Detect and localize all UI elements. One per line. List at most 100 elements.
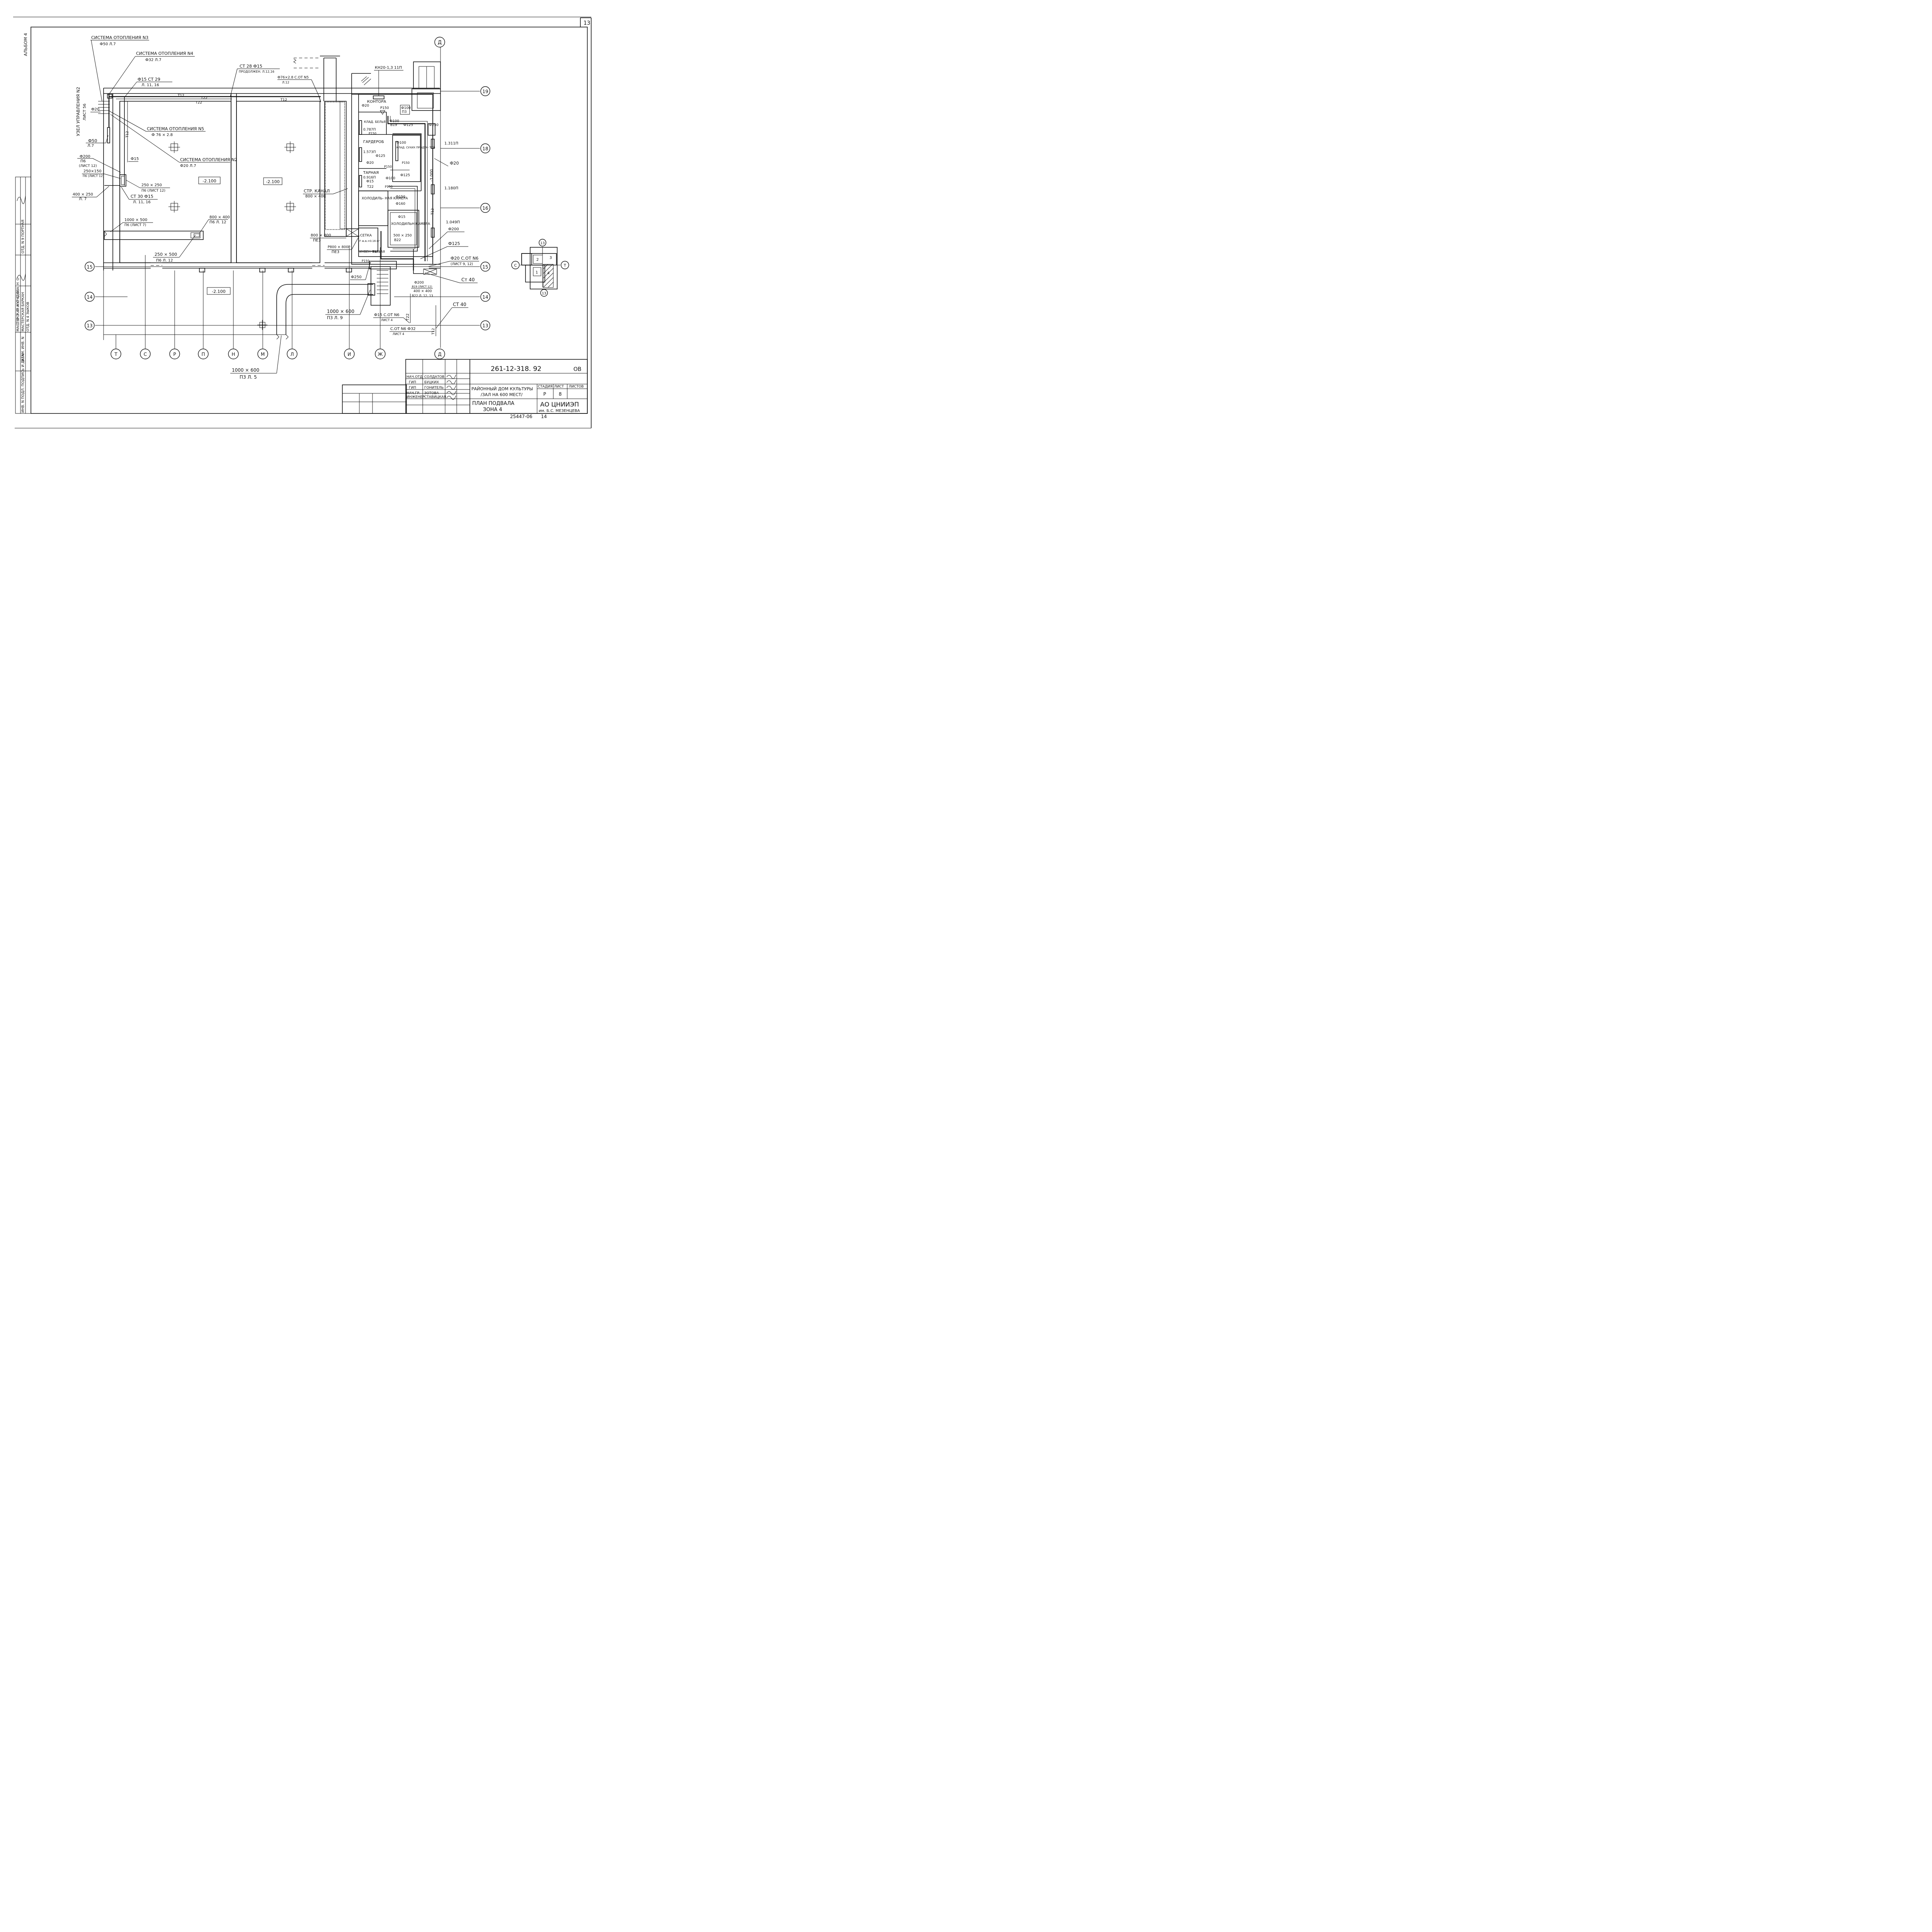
drawing-label: Ф15 СТ 29	[138, 77, 160, 82]
drawing-label: Ф160	[396, 202, 405, 206]
drawing-label: ЗОТОВА	[424, 391, 439, 395]
drawing-label: 400 × 400	[413, 289, 432, 293]
axis-label: Т	[114, 352, 117, 357]
building-walls	[103, 56, 441, 340]
drawing-label: ЛИСТОВ	[569, 385, 584, 389]
drawing-label: ЛИСТ 56	[83, 104, 87, 121]
axis-label: С	[144, 352, 147, 357]
drawing-label: Ф50	[88, 138, 97, 143]
drawing-label: Л. 11, 16	[133, 200, 151, 204]
drawing-label: 800 × 800	[311, 233, 331, 238]
drawing-label: Р	[543, 391, 546, 397]
drawing-label: ЛИСТ 4	[381, 318, 393, 322]
sheet-number: 13	[583, 20, 590, 26]
drawing-label: СТР. КАНАЛ	[304, 189, 330, 194]
axis-label: 18	[482, 146, 488, 151]
drawing-label: 0.916П	[363, 176, 376, 180]
drawing-label: ОТД. N 4 ЗЫКОВ	[26, 302, 30, 332]
axis-label: Д	[438, 40, 442, 46]
drawing-sheet: 13 АЛЬБОМ 4 ИНВ. N ПОДЛ. ПОДПИСЬ И ДАТА …	[13, 17, 592, 429]
drawing-label: ГОНИТЕЛЬ	[424, 386, 444, 390]
drawing-label: Ф32 Л.7	[145, 58, 162, 62]
drawing-label: Ф20 С.ОТ N6	[451, 256, 478, 261]
drawing-label: СТ 40	[453, 302, 466, 307]
drawing-label: КОНТОРА	[367, 100, 386, 104]
column-markers	[168, 141, 296, 330]
drawing-label: П6 Л. 12	[156, 259, 173, 263]
drawing-label: ПОДПИСЬ И ДАТА	[21, 354, 25, 386]
drawing-label: ПЛАН ПОДВАЛА	[472, 401, 514, 406]
axis-label: М	[261, 352, 265, 357]
axis-label: Д	[438, 352, 441, 357]
drawing-label: Т22	[201, 96, 207, 100]
drawing-label: Ф15	[398, 215, 405, 219]
drawing-label: КН20-1,3 11П	[375, 66, 402, 70]
axis-label: 14	[87, 294, 92, 300]
drawing-label: СИСТЕМА ОТОПЛЕНИЯ N2	[180, 157, 237, 162]
drawing-label: Т22	[406, 313, 410, 321]
drawing-label: Ф150	[396, 195, 405, 199]
signatures	[446, 374, 456, 400]
drawing-label: ГАРДЕРОБ	[363, 140, 384, 144]
axis-label: 15	[87, 264, 92, 270]
drawing-label: СОГЛАСОВАНО	[16, 276, 20, 325]
stamp-number: 25447-06	[510, 414, 532, 419]
drawing-label: 3	[549, 256, 552, 260]
drawing-label: В22	[394, 238, 401, 242]
drawing-label: Ф250	[429, 123, 439, 127]
drawing-label: -2.100	[212, 289, 225, 294]
drawing-label: КЛАД. БЕЛЬЯ	[364, 120, 386, 124]
drawing-label: МАСТЕРСКАЯ БАРКАН	[21, 292, 25, 332]
drawing-label: ПЕ3	[313, 238, 321, 243]
drawing-label: Р150	[362, 259, 369, 263]
drawing-label: Р800 × 800Р	[328, 245, 350, 249]
drawing-label: АО ЦНИИЭП	[540, 401, 579, 408]
drawing-label: ГИП	[409, 386, 416, 390]
drawing-label: 800 × 400	[209, 215, 230, 219]
drawing-label: БУЦКИХ	[424, 381, 439, 384]
drawing-label: 250 × 500	[155, 252, 177, 257]
drawing-label: 1.049П	[446, 220, 460, 224]
drawing-label: 1.573П	[363, 150, 376, 154]
drawing-label: 800 × 400	[305, 194, 326, 199]
drawing-label: Л. 7	[79, 197, 87, 201]
drawing-label: Л.12	[282, 81, 289, 84]
drawing-label: ГИП	[409, 381, 416, 384]
drawing-label: 1.180П	[444, 186, 458, 190]
drawing-label: Т12	[432, 328, 435, 335]
drawing-label: ХОЛОДИЛЬН КАМЕРА	[391, 222, 430, 226]
drawing-label: Ф 76 × 2.8	[151, 133, 173, 137]
axis-label: 13	[482, 323, 488, 328]
drawing-label: -2.100	[202, 179, 216, 184]
signature-mark	[17, 195, 26, 204]
drawing-label: Л.7	[87, 144, 94, 148]
drawing-label: Ф20	[91, 107, 99, 112]
drawing-label: ЛИСТ	[554, 385, 564, 389]
drawing-label: 1000 × 500	[124, 218, 147, 222]
drawing-label: 8	[559, 391, 562, 397]
drawing-label: 250 × 250	[141, 183, 162, 187]
drawing-label: П6 (ЛИСТ 12)	[83, 174, 104, 178]
axis-label: Л	[290, 352, 294, 357]
drawing-label: Ф20	[362, 104, 369, 108]
annotations: СИСТЕМА ОТОПЛЕНИЯ N3 Ф50 Л.7 СИСТЕМА ОТО…	[72, 35, 479, 380]
drawing-label: Ст 40	[461, 277, 474, 282]
signature-mark	[17, 273, 26, 281]
drawing-label: СОЛДАТОВ	[424, 375, 444, 379]
drawing-label: МАСТЕРСКАЯ МУРАДОВ	[16, 289, 20, 332]
drawing-label: 250×150	[83, 169, 102, 173]
doc-mark: ОВ	[573, 366, 582, 372]
drawing-label: ТАРНАЯ	[363, 171, 379, 175]
drawing-label: Ф15 С.ОТ N6	[374, 313, 400, 317]
drawing-label: Р150	[369, 132, 376, 135]
axis-label: Н	[231, 352, 235, 357]
drawing-label: ХОЛОДИЛЬ- НАЯ КАМЕРА	[362, 197, 408, 201]
axis-grid	[95, 47, 480, 349]
axis-label: И	[348, 352, 351, 357]
drawing-label: Ф200	[448, 227, 459, 231]
drawing-label: Ф20	[366, 161, 374, 165]
drawing-label: ЛИСТ 4	[393, 332, 404, 336]
drawing-label: ИНЖЕНЕР	[406, 395, 425, 399]
drawing-label: 13	[542, 292, 546, 296]
drawing-label: СТАВИЦКАЯ	[424, 395, 446, 399]
